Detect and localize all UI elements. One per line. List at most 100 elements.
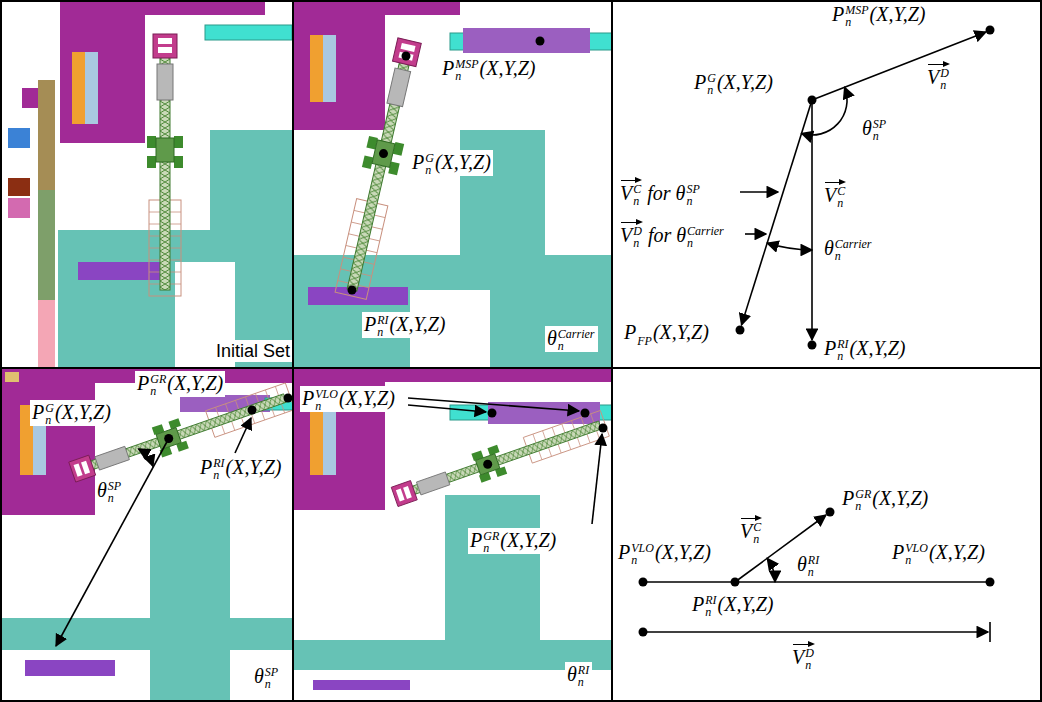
math-subscript: n — [855, 500, 871, 512]
math-script: nMSP — [455, 58, 478, 82]
point-label: PnG(X,Y,Z) — [410, 150, 493, 176]
point-label: PnVLO(X,Y,Z) — [300, 386, 397, 412]
site-layout — [313, 680, 410, 690]
vector-label: VnD — [925, 62, 952, 91]
math-subscript: n — [45, 414, 54, 426]
math-superscript: RI — [578, 664, 589, 676]
site-layout — [78, 262, 170, 280]
math-subscript: n — [315, 400, 338, 412]
point-label: PnVLO(X,Y,Z) — [616, 540, 713, 566]
math-superscript: D — [940, 67, 949, 79]
math-superscript: RI — [837, 338, 848, 350]
vector-diagram — [639, 628, 648, 637]
math-subscript: n — [835, 250, 872, 262]
vector-diagram — [802, 87, 848, 135]
math-subscript: n — [686, 195, 699, 207]
math-text: θ — [567, 663, 577, 685]
site-layout — [310, 405, 323, 475]
panel-frame — [611, 0, 613, 702]
math-subscript: FP — [637, 334, 652, 348]
site-layout — [490, 290, 612, 368]
point-label: PnG(X,Y,Z) — [30, 400, 113, 426]
site-layout — [488, 409, 497, 418]
site-layout — [0, 368, 295, 702]
math-text: for — [643, 224, 676, 246]
point-label: PnGR(X,Y,Z) — [135, 371, 225, 397]
math-superscript: D — [805, 647, 814, 659]
math-script: nD — [805, 647, 814, 671]
vector-symbol: VnC — [824, 180, 846, 209]
angle-label: θnCarrier — [545, 326, 598, 352]
math-text: P — [624, 321, 636, 343]
math-script: nRI — [578, 664, 589, 688]
math-superscript: G — [425, 152, 434, 164]
math-superscript: GR — [855, 488, 871, 500]
point-label: PnMSP(X,Y,Z) — [440, 56, 538, 82]
angle-label: θnSP — [95, 478, 124, 504]
angle-label: θnCarrier — [822, 236, 875, 262]
math-superscript: RI — [377, 314, 388, 326]
math-script: nRI — [705, 594, 716, 618]
site-layout — [581, 409, 590, 418]
math-script: nRI — [213, 457, 224, 481]
math-text: (X,Y,Z) — [929, 541, 985, 563]
leader-line — [592, 434, 602, 524]
math-script: nVLO — [905, 542, 928, 566]
vector-diagram — [989, 622, 991, 642]
math-subscript: n — [687, 237, 724, 249]
vector-symbol: VnC — [740, 516, 762, 545]
math-subscript: n — [905, 554, 928, 566]
math-subscript: n — [633, 195, 641, 207]
math-superscript: Carrier — [687, 225, 724, 237]
math-script: nSP — [686, 183, 699, 207]
vector-diagram — [812, 32, 986, 100]
math-subscript: n — [578, 676, 589, 688]
math-subscript: n — [455, 70, 478, 82]
site-layout — [164, 434, 173, 443]
site-layout — [147, 34, 183, 296]
angle-arrow — [139, 449, 154, 466]
math-script: nVLO — [631, 542, 654, 566]
site-layout — [8, 178, 30, 196]
math-text: P — [364, 313, 376, 335]
math-superscript: SP — [265, 666, 278, 678]
site-layout — [0, 618, 293, 650]
site-layout — [460, 130, 545, 255]
math-text: θ — [676, 224, 686, 246]
vector-diagram — [826, 508, 835, 517]
math-text: (X,Y,Z) — [500, 529, 556, 551]
site-layout — [38, 190, 55, 300]
vector-diagram — [735, 515, 826, 582]
math-script: nCarrier — [835, 238, 872, 262]
math-text: P — [412, 151, 424, 173]
math-script: FP — [637, 335, 652, 347]
math-text: P — [892, 541, 904, 563]
math-text: V — [740, 520, 752, 542]
math-text: (X,Y,Z) — [850, 337, 906, 359]
math-script: nD — [940, 67, 949, 91]
math-subscript: n — [377, 326, 388, 338]
angle-label: θnRI — [565, 662, 592, 688]
math-subscript: n — [940, 79, 949, 91]
site-layout — [5, 372, 19, 382]
leader-line — [408, 405, 486, 412]
site-layout — [248, 406, 257, 415]
point-label: PnRI(X,Y,Z) — [362, 312, 448, 338]
site-layout — [348, 286, 357, 295]
math-script: nSP — [873, 118, 886, 142]
vector-label: VnD for θnCarrier — [618, 220, 727, 249]
math-script: nC — [837, 185, 845, 209]
math-text: P — [200, 456, 212, 478]
point-label: PnG(X,Y,Z) — [692, 70, 775, 96]
vector-symbol: VnC — [620, 178, 642, 207]
math-script: nSP — [265, 666, 278, 690]
math-text: (X,Y,Z) — [390, 313, 446, 335]
site-layout — [599, 424, 608, 433]
site-layout — [293, 255, 612, 290]
math-script: nSP — [108, 480, 121, 504]
panel-frame — [0, 367, 1042, 369]
math-subscript: n — [845, 16, 868, 28]
vector-diagram — [639, 508, 995, 643]
